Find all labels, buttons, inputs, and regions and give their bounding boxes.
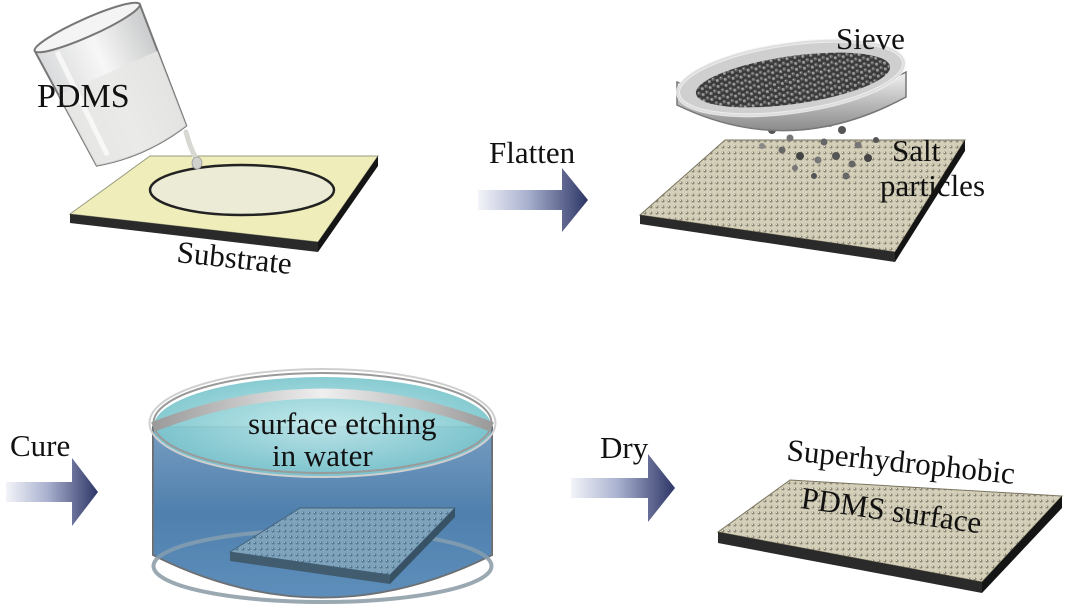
label-dry: Dry — [600, 430, 649, 465]
label-etch-line1: surface etching — [248, 406, 436, 441]
process-arrow-icon — [478, 168, 588, 232]
etched-substrate — [228, 507, 457, 584]
process-arrow-icon — [571, 454, 675, 522]
label-etch-line2: in water — [272, 438, 373, 473]
label-flatten: Flatten — [489, 135, 576, 170]
sieve-icon — [676, 38, 907, 132]
step2-textured-substrate — [638, 139, 966, 262]
label-salt-line1: Salt — [892, 133, 941, 168]
step1-substrate — [68, 155, 379, 252]
salt-particles — [759, 121, 879, 180]
process-arrow-icon — [6, 458, 98, 526]
water-tank-icon — [148, 368, 497, 604]
label-sieve: Sieve — [836, 21, 905, 56]
label-pdms: PDMS — [37, 78, 130, 115]
pdms-puddle — [148, 163, 336, 217]
label-cure: Cure — [10, 428, 70, 463]
beaker-icon — [33, 1, 203, 170]
step4-final-surface — [716, 479, 1064, 593]
label-salt-line2: particles — [880, 168, 985, 203]
